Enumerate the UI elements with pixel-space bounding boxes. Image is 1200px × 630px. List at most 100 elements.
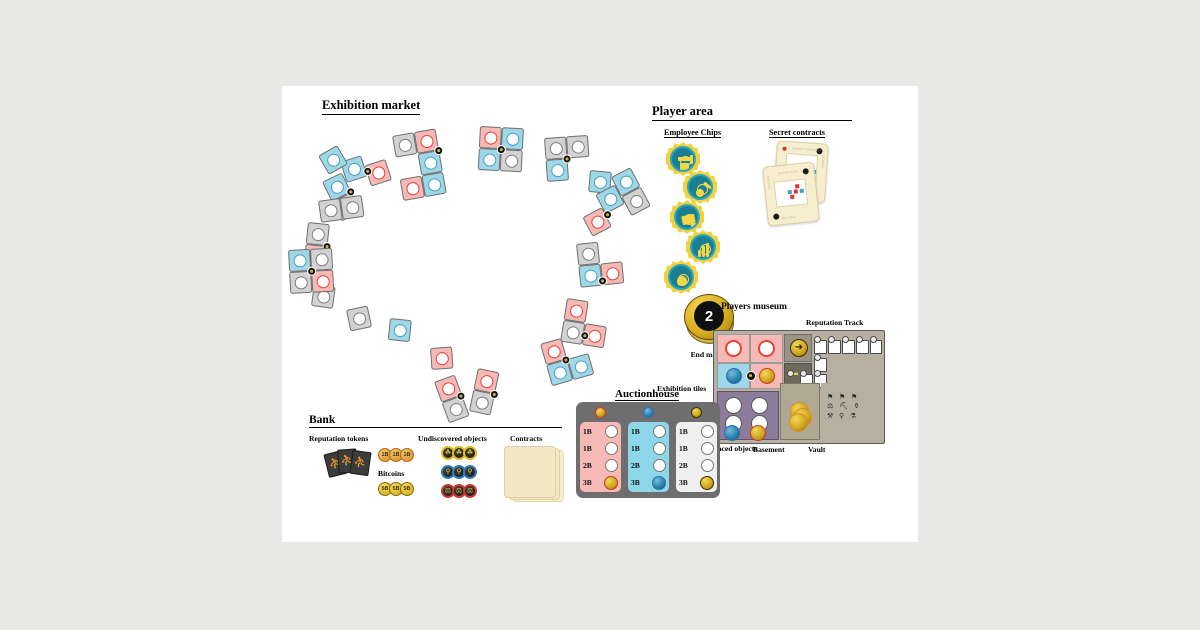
tile-ring-icon xyxy=(315,274,330,289)
undiscovered-objects-group[interactable]: ☘ ☘ ☘ ⚲ ⚲ ⚲ ⚖ ⚖ ⚖ xyxy=(441,446,501,506)
track-node-icon xyxy=(870,336,877,343)
placed-object-slot[interactable] xyxy=(750,334,783,363)
employee-chip[interactable] xyxy=(683,170,717,204)
employee-chip[interactable] xyxy=(670,200,704,234)
tile-ring-icon xyxy=(422,155,438,171)
museum-legend: ⚑ ⚑ ⚑⚖ ⛏ ⚱⚒ ⚲ ⚗ xyxy=(821,383,881,440)
auction-slot[interactable] xyxy=(653,442,666,455)
tile-ring-icon xyxy=(583,268,598,283)
museum-action-tile[interactable]: ➜ xyxy=(784,334,812,362)
bitcoin-1b[interactable]: 1B xyxy=(400,448,414,462)
auctionhouse-heading: Auctionhouse xyxy=(615,388,680,401)
magnifier-icon xyxy=(680,156,691,167)
auction-slot[interactable] xyxy=(653,425,666,438)
placed-object-slot[interactable] xyxy=(717,363,750,389)
track-node-icon xyxy=(814,370,821,377)
auction-slot[interactable] xyxy=(605,442,618,455)
tile-ring-icon xyxy=(439,380,457,397)
auction-column-blue[interactable]: 1B 1B 2B 3B xyxy=(628,422,669,492)
track-node-icon xyxy=(856,336,863,343)
tile-ring-icon xyxy=(426,176,442,192)
tile-ring-icon xyxy=(434,351,449,366)
track-node-icon xyxy=(842,336,849,343)
secret-contract-card[interactable]: SECRET GOAL PATTERN SET GOAL xyxy=(762,161,820,227)
tile-ring-icon xyxy=(344,199,360,215)
red-coin-icon xyxy=(595,407,606,418)
tile-ring-icon xyxy=(293,275,308,290)
basement-slot[interactable] xyxy=(751,397,768,414)
tile-ring-icon xyxy=(550,163,565,178)
chip-face-icon xyxy=(674,204,700,230)
players-museum-heading: Players museum xyxy=(721,302,787,312)
employee-chip[interactable] xyxy=(686,230,720,264)
undiscovered-objects-label: Undiscovered objects xyxy=(418,434,487,443)
card-corner-marker xyxy=(802,168,810,175)
bitcoins-5b-group[interactable]: 5B 5B 5B xyxy=(378,482,430,504)
tile-ring-icon xyxy=(601,190,619,209)
auctionhouse-board[interactable]: 1B 1B 2B 3B 1B 1B xyxy=(576,402,720,498)
secret-contracts-group: SECRET CONTRACT OBJECTS SET GOAL SECRET … xyxy=(762,140,845,232)
tile-ring-icon xyxy=(345,160,363,178)
museum-connector-icon xyxy=(746,371,756,381)
contracts-stack[interactable] xyxy=(504,446,568,506)
auction-filled-token[interactable] xyxy=(604,475,618,490)
bitcoin-5b[interactable]: 5B xyxy=(400,482,414,496)
bitcoins-1b-group[interactable]: 1B 1B 1B xyxy=(378,448,430,470)
tile-ring-icon xyxy=(551,364,568,381)
tile-ring-icon xyxy=(418,133,434,149)
basement-blue-coin-icon xyxy=(724,425,740,441)
auction-slot[interactable] xyxy=(701,425,714,438)
auction-slot[interactable] xyxy=(605,459,618,472)
auction-price-label: 1B xyxy=(631,427,640,436)
tile-ring-icon xyxy=(478,373,495,389)
reputation-tokens-label: Reputation tokens xyxy=(309,434,369,443)
tile-ring-icon xyxy=(572,358,589,375)
tile-ring-icon xyxy=(404,180,420,196)
chip-face-icon xyxy=(687,174,713,200)
tile-ring-icon xyxy=(505,131,520,146)
reputation-token[interactable]: ⛹ xyxy=(349,449,372,477)
auction-slot[interactable] xyxy=(605,425,618,438)
auction-filled-token[interactable] xyxy=(700,475,714,490)
basement-area[interactable] xyxy=(717,391,779,441)
card-corner-marker xyxy=(772,213,780,220)
auction-column-white[interactable]: 1B 1B 2B 3B xyxy=(676,422,717,492)
tile-ring-icon xyxy=(548,141,563,156)
employee-chip[interactable] xyxy=(666,142,700,176)
placed-object-slot[interactable] xyxy=(750,363,783,389)
undiscovered-object-red[interactable]: ⚖ xyxy=(463,484,477,498)
end-marker-coin-front: 2 xyxy=(684,294,734,340)
undiscovered-object-gold[interactable]: ☘ xyxy=(463,446,477,460)
auction-price-label: 1B xyxy=(583,427,592,436)
bitcoins-label: Bitcoins xyxy=(378,469,405,478)
undiscovered-object-blue[interactable]: ⚲ xyxy=(452,465,466,479)
magnifier-icon xyxy=(697,184,708,195)
arrow-right-icon: ➜ xyxy=(790,339,808,357)
tile-ring-icon xyxy=(580,246,596,261)
auction-slot[interactable] xyxy=(653,459,666,472)
basement-slot[interactable] xyxy=(725,397,742,414)
secret-contracts-label: Secret contracts xyxy=(769,128,825,138)
card-pattern-panel xyxy=(773,178,809,208)
contract-card-front[interactable] xyxy=(504,446,556,498)
undiscovered-object-blue[interactable]: ⚲ xyxy=(463,465,477,479)
tile-ring-icon xyxy=(482,152,497,167)
tile-ring-icon xyxy=(474,394,490,411)
exhibition-tiles-label: Exhibition tiles xyxy=(657,384,707,393)
auction-slot[interactable] xyxy=(701,459,714,472)
players-museum-board[interactable]: ➜ ⬅ xyxy=(713,330,885,444)
employee-chip[interactable] xyxy=(664,260,698,294)
auction-slot[interactable] xyxy=(701,442,714,455)
placed-object-slot[interactable] xyxy=(717,334,750,363)
undiscovered-object-gold[interactable]: ☘ xyxy=(441,446,455,460)
end-markers-coin[interactable]: 2 xyxy=(684,294,738,346)
contracts-label: Contracts xyxy=(510,434,543,443)
reputation-track-label: Reputation Track xyxy=(806,318,864,327)
undiscovered-object-gold[interactable]: ☘ xyxy=(452,446,466,460)
reputation-tokens-group[interactable]: ⛹ ⛹ ⛹ xyxy=(323,448,386,478)
end-marker-value: 2 xyxy=(694,301,724,331)
vault-area[interactable] xyxy=(780,383,820,440)
auction-column-red[interactable]: 1B 1B 2B 3B xyxy=(580,422,621,492)
auction-filled-token[interactable] xyxy=(652,475,666,490)
tile-ring-icon xyxy=(314,252,329,267)
